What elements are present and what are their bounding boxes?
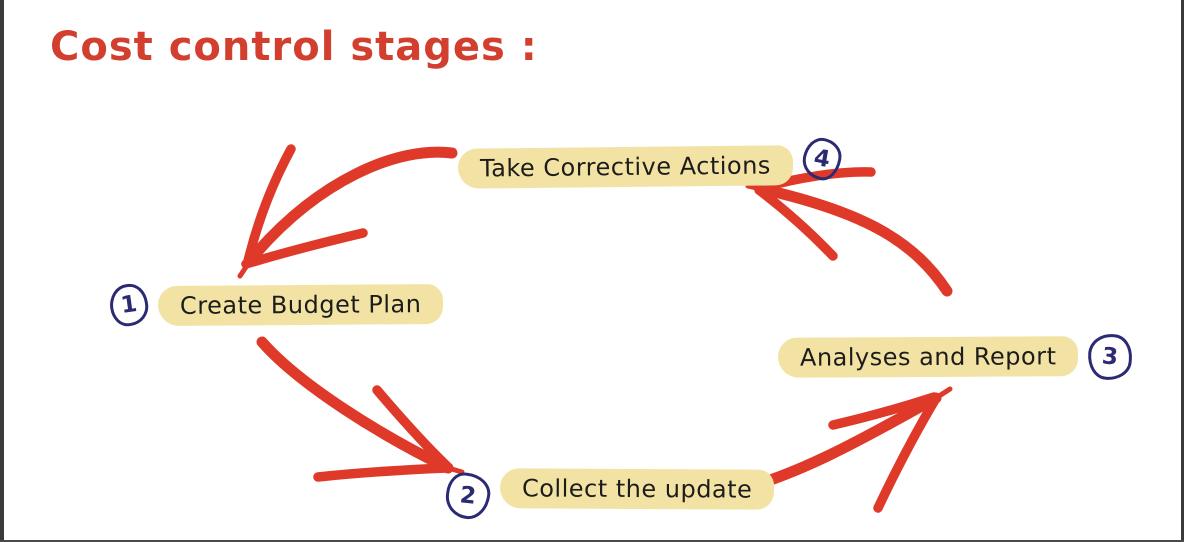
stage-collect-the-update: 2 Collect the update — [443, 466, 775, 522]
stage-2-label: Collect the update — [499, 468, 775, 510]
stage-analyses-and-report: Analyses and Report 3 — [777, 332, 1135, 382]
stage-4-label: Take Corrective Actions — [457, 145, 794, 189]
stage-create-budget-plan: 1 Create Budget Plan — [107, 281, 444, 329]
arrow-1-to-2-icon — [256, 336, 465, 482]
arrow-4-to-1-icon — [237, 144, 458, 279]
left-edge-border — [0, 0, 4, 542]
stage-3-number-badge: 3 — [1086, 332, 1135, 382]
bottom-edge-border — [0, 540, 1184, 542]
arrow-3-to-4-icon — [745, 167, 953, 297]
stage-take-corrective-actions: Take Corrective Actions 4 — [457, 135, 845, 189]
page-title: Cost control stages : — [50, 24, 538, 70]
stage-1-label: Create Budget Plan — [157, 284, 444, 326]
stage-3-label: Analyses and Report — [777, 336, 1079, 378]
right-edge-border — [1181, 0, 1184, 542]
stage-1-number-badge: 1 — [107, 281, 151, 329]
